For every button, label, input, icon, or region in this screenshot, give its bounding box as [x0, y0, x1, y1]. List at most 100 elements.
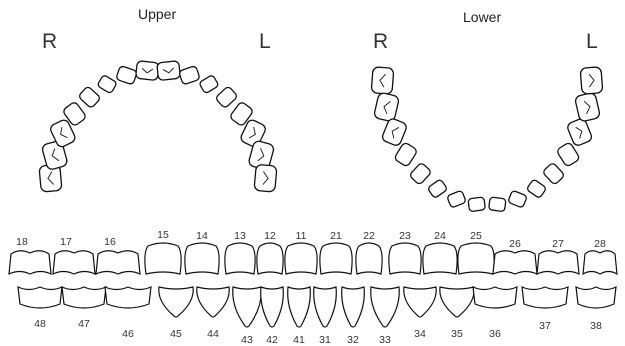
lower-tooth-number: 34	[414, 328, 426, 340]
lower-tooth-number: 31	[319, 334, 331, 346]
lower-row-tooth	[439, 286, 475, 318]
upper-row-tooth	[184, 242, 220, 275]
upper-right-label: R	[42, 30, 58, 53]
upper-row-tooth	[492, 250, 538, 275]
upper-row-tooth	[52, 250, 96, 275]
upper-row-tooth	[355, 242, 383, 275]
lower-tooth-number: 32	[347, 334, 359, 346]
upper-tooth-number: 14	[196, 230, 208, 242]
upper-row-tooth	[256, 242, 284, 275]
upper-arch-tooth	[253, 164, 278, 193]
upper-row-tooth	[8, 250, 52, 275]
lower-arch-tooth	[467, 196, 486, 212]
upper-arch-tooth	[116, 65, 137, 85]
lower-row-tooth	[61, 286, 107, 309]
lower-arch-tooth	[527, 179, 546, 198]
lower-arch-tooth	[373, 92, 400, 122]
lower-row-tooth	[17, 286, 63, 309]
lower-tooth-number: 36	[489, 328, 501, 340]
upper-tooth-number: 25	[470, 230, 482, 242]
lower-arch-tooth	[574, 92, 601, 122]
upper-row-tooth	[536, 250, 580, 275]
lower-tooth-number: 42	[266, 334, 278, 346]
upper-row-tooth	[144, 242, 182, 275]
lower-row-tooth	[232, 286, 262, 328]
lower-row-tooth	[403, 286, 437, 318]
upper-row-tooth	[284, 242, 318, 275]
lower-tooth-number: 46	[122, 328, 134, 340]
upper-left-label: L	[259, 30, 271, 53]
lower-tooth-number: 38	[590, 320, 602, 332]
lower-arch-tooth	[543, 163, 564, 185]
lower-arch-tooth	[557, 142, 580, 167]
upper-row-tooth	[582, 250, 618, 276]
upper-tooth-number: 15	[157, 229, 169, 241]
lower-tooth-number: 43	[241, 334, 253, 346]
upper-tooth-number: 23	[399, 230, 411, 242]
upper-tooth-number: 18	[16, 236, 28, 248]
upper-tooth-number: 27	[552, 238, 564, 250]
lower-tooth-number: 45	[170, 328, 182, 340]
lower-tooth-number: 48	[34, 318, 46, 330]
lower-row-tooth	[104, 286, 152, 309]
upper-arch-tooth	[41, 140, 68, 170]
lower-row-tooth	[313, 286, 337, 328]
lower-tooth-number: 35	[451, 328, 463, 340]
lower-arch-tooth	[508, 190, 527, 208]
lower-arch-tooth	[567, 118, 593, 146]
lower-row-tooth	[341, 286, 365, 328]
lower-arch-tooth	[488, 196, 507, 212]
upper-tooth-number: 26	[509, 238, 521, 250]
lower-arch-tooth	[447, 190, 466, 208]
upper-row-tooth	[319, 242, 353, 275]
upper-arch-tooth	[79, 86, 100, 108]
lower-row-tooth	[196, 286, 230, 318]
lower-arch-title: Lower	[463, 9, 502, 25]
upper-tooth-number: 16	[104, 236, 116, 248]
upper-tooth-number: 28	[594, 238, 606, 250]
lower-row-tooth	[575, 285, 617, 309]
upper-arch-tooth	[50, 119, 76, 148]
lower-arch-tooth	[428, 179, 447, 198]
lower-row-tooth	[370, 286, 400, 328]
lower-tooth-number: 44	[207, 328, 219, 340]
upper-arch-tooth	[230, 102, 253, 126]
lower-tooth-number: 37	[539, 320, 551, 332]
upper-tooth-number: 12	[264, 230, 276, 242]
lower-row-tooth	[287, 286, 311, 328]
upper-arch-tooth	[199, 75, 219, 94]
lower-right-label: R	[373, 30, 389, 53]
upper-row-tooth	[95, 250, 141, 275]
upper-tooth-number: 13	[234, 230, 246, 242]
upper-arch-tooth	[63, 102, 86, 126]
lower-arch-tooth	[579, 66, 604, 95]
upper-arch-tooth	[97, 75, 117, 94]
upper-row-tooth	[224, 242, 256, 275]
upper-tooth-number: 21	[330, 230, 342, 242]
lower-arch-tooth	[394, 142, 417, 167]
upper-arch-tooth	[156, 60, 181, 81]
lower-arch-tooth	[410, 163, 431, 185]
upper-tooth-number: 11	[295, 230, 307, 242]
lower-tooth-number: 33	[379, 334, 391, 346]
upper-tooth-number: 22	[363, 230, 375, 242]
lower-row-tooth	[260, 286, 284, 328]
upper-arch-tooth	[179, 65, 200, 85]
upper-tooth-number: 24	[434, 230, 446, 242]
lower-row-tooth	[158, 286, 194, 318]
upper-row-tooth	[388, 242, 422, 275]
upper-row-tooth	[422, 242, 458, 275]
lower-tooth-number: 41	[293, 334, 305, 346]
lower-row-tooth	[472, 286, 518, 309]
upper-arch-tooth	[240, 119, 266, 148]
lower-row-tooth	[521, 286, 569, 309]
lower-arch-tooth	[381, 118, 407, 146]
lower-tooth-number: 47	[78, 318, 90, 330]
upper-arch-title: Upper	[138, 6, 177, 22]
lower-left-label: L	[586, 30, 598, 53]
upper-arch-tooth	[216, 86, 237, 108]
